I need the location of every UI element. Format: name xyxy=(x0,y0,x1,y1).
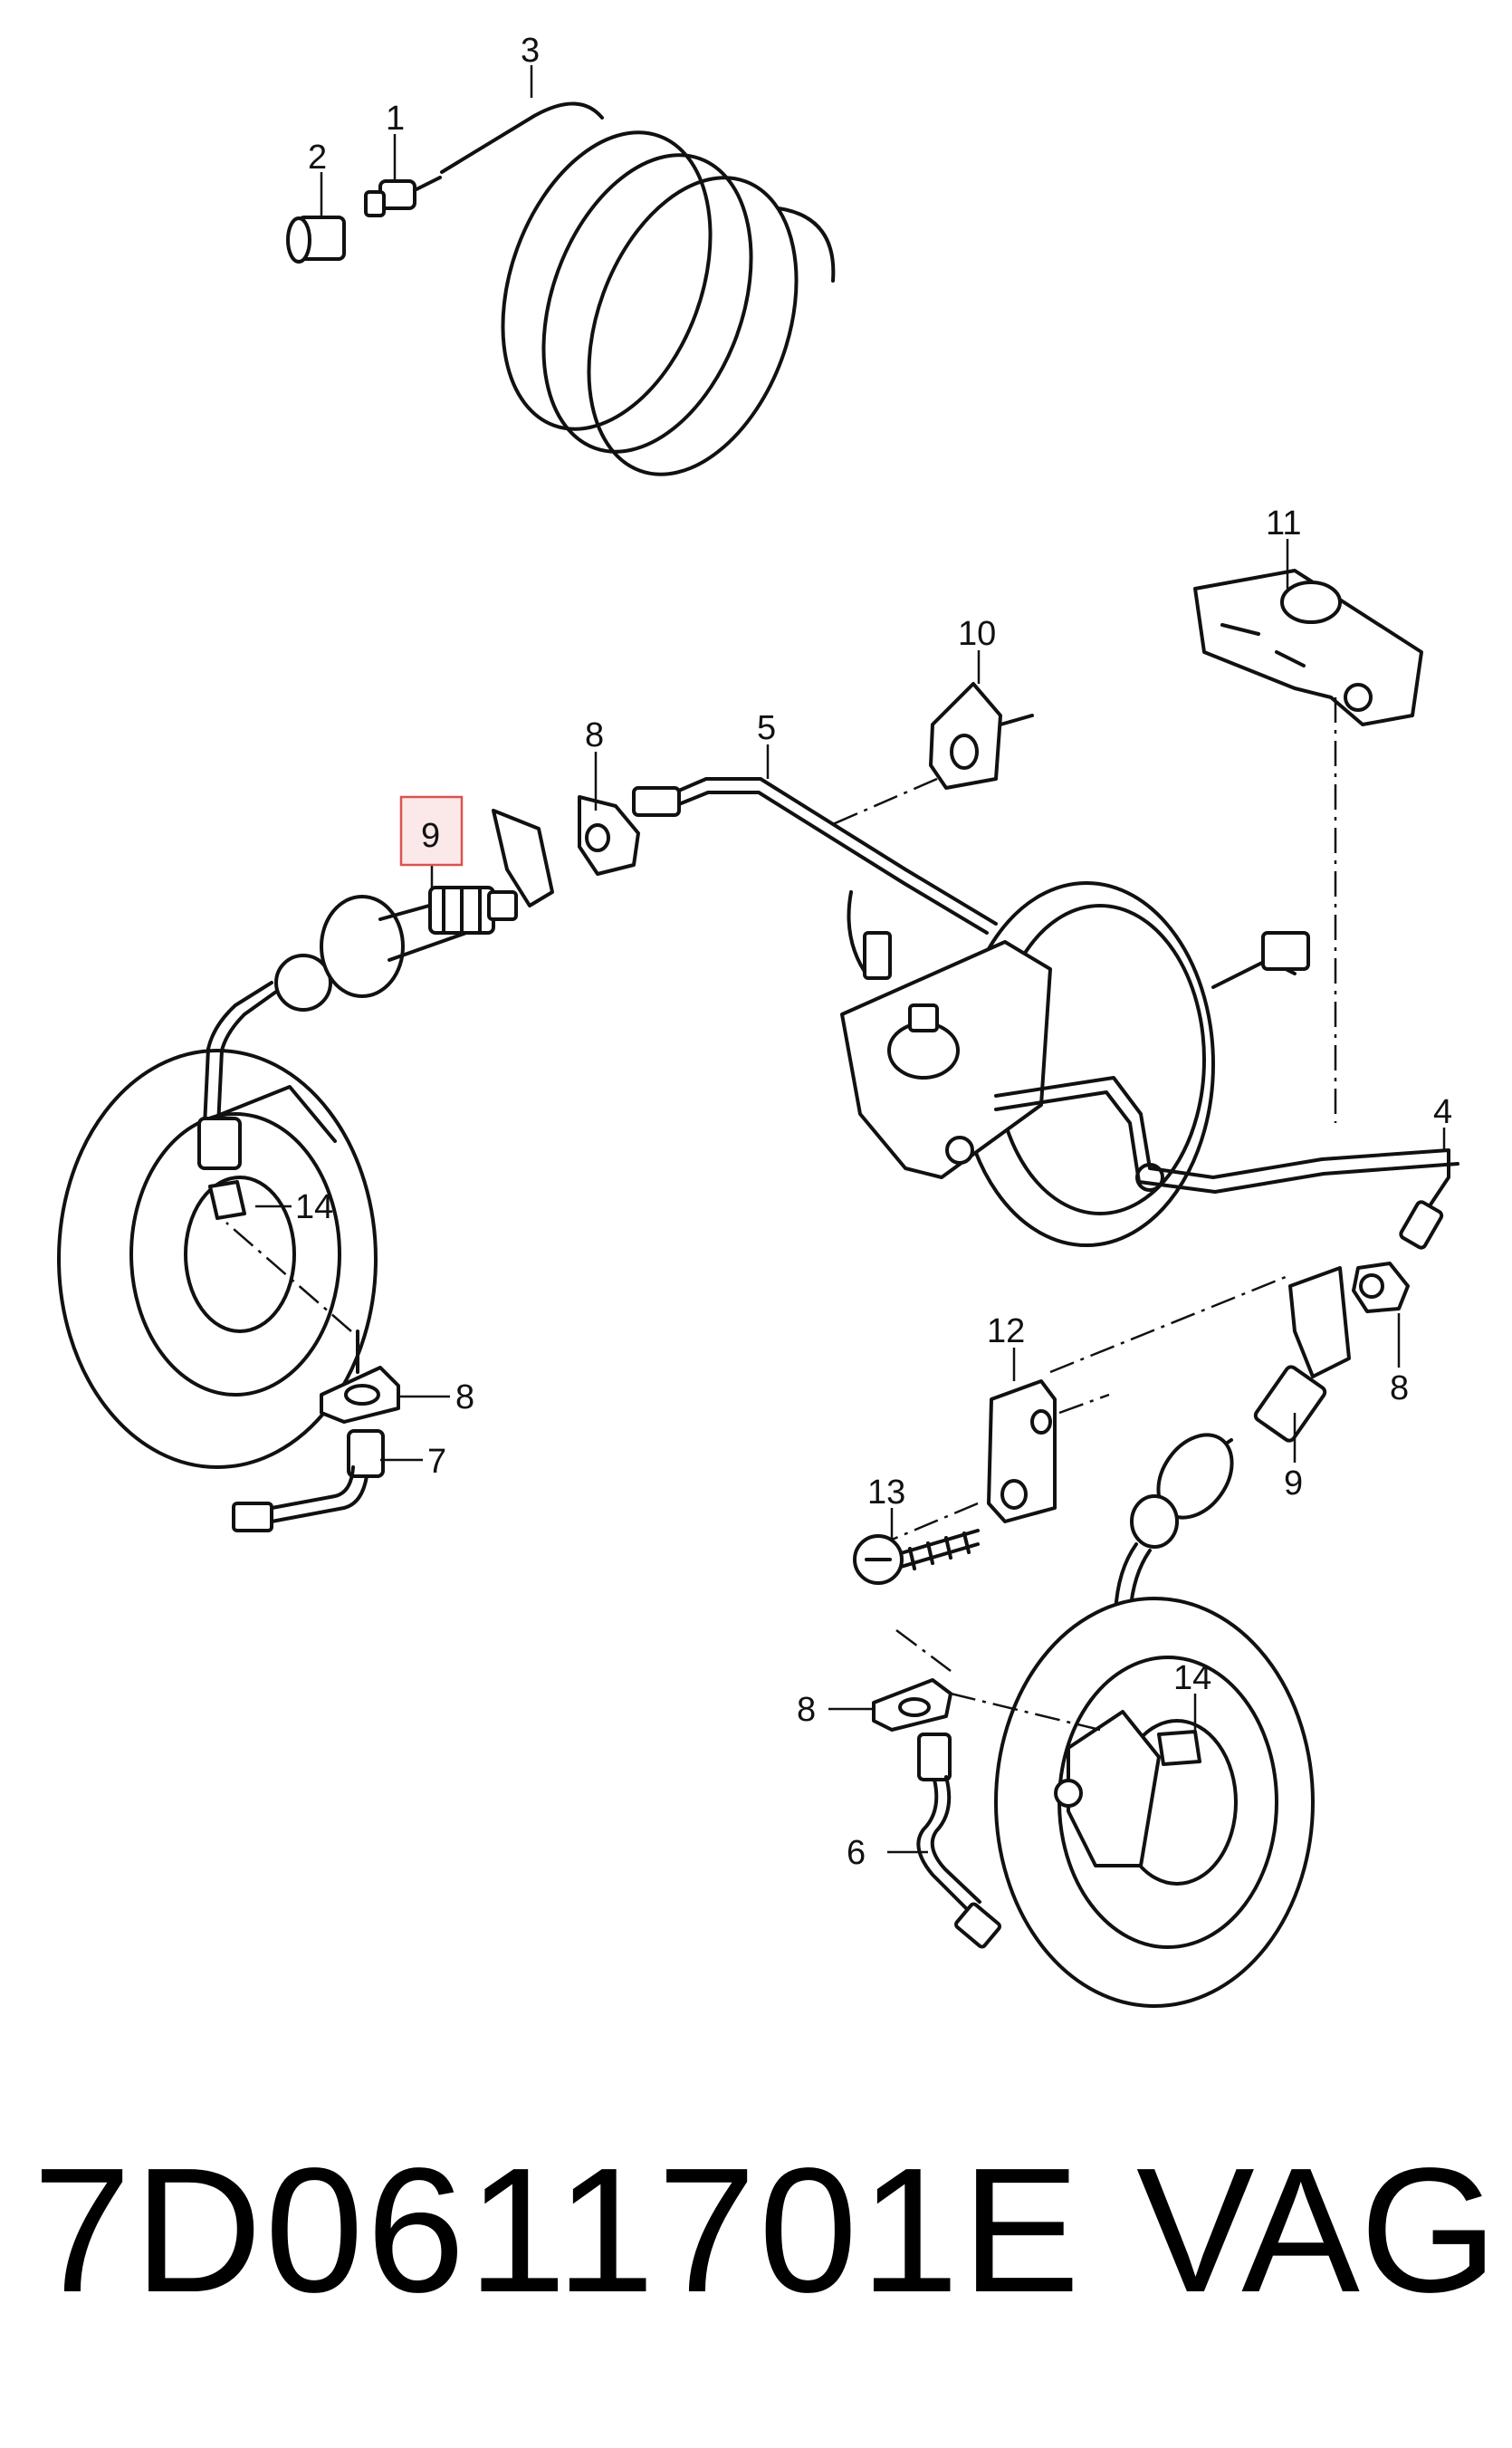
union-fitting-1 xyxy=(364,176,442,217)
leader-lines xyxy=(255,65,1446,1854)
part-number: 7D0611701E xyxy=(33,2131,1083,2329)
callout-12: 12 xyxy=(987,1312,1025,1350)
line-bracket-11 xyxy=(1193,569,1423,726)
callout-6: 6 xyxy=(847,1834,866,1872)
left-hose-fitting-9 xyxy=(428,886,518,935)
callout-7: 7 xyxy=(427,1443,446,1481)
coiled-brake-pipe-3 xyxy=(440,101,836,476)
right-brake-pipe-6 xyxy=(916,1733,1001,1949)
callout-1: 1 xyxy=(386,100,405,138)
left-clip-8-bottom xyxy=(320,1330,400,1424)
callout-labels: 3 1 2 11 10 5 8 9 4 14 12 8 8 7 9 13 14 … xyxy=(295,32,1452,1872)
left-clip-8-top xyxy=(492,795,640,907)
callout-3: 3 xyxy=(521,32,540,70)
callout-10: 10 xyxy=(958,615,996,653)
callout-5: 5 xyxy=(757,709,776,747)
right-clip-14 xyxy=(1157,1730,1201,1766)
callout-8d: 8 xyxy=(797,1691,816,1729)
callout-9a: 9 xyxy=(421,817,440,855)
brand-name: VAG xyxy=(1136,2131,1498,2329)
highlight-box xyxy=(399,795,464,867)
brake-pipe-4 xyxy=(994,1076,1459,1250)
left-brake-hose xyxy=(197,895,468,1170)
brake-pipe-5 xyxy=(632,777,998,935)
callout-8c: 8 xyxy=(455,1378,474,1416)
brake-booster-master-cylinder xyxy=(840,881,1310,1247)
left-brake-disc xyxy=(57,1049,378,1469)
left-clip-14 xyxy=(208,1180,246,1220)
callout-8a: 8 xyxy=(585,716,604,754)
callout-11: 11 xyxy=(1266,504,1301,542)
callout-13: 13 xyxy=(867,1474,905,1512)
left-brake-pipe-7 xyxy=(232,1429,385,1532)
callout-14a: 14 xyxy=(295,1188,333,1226)
callout-9b: 9 xyxy=(1284,1464,1303,1502)
callout-14b: 14 xyxy=(1173,1659,1211,1697)
callout-4: 4 xyxy=(1433,1093,1452,1131)
brake-nut-2 xyxy=(286,216,346,264)
pipe-clip-10 xyxy=(929,682,1034,790)
right-clip-8 xyxy=(1288,1262,1410,1378)
callout-8b: 8 xyxy=(1390,1369,1409,1407)
callout-2: 2 xyxy=(308,139,327,177)
right-hose-fitting-9 xyxy=(1253,1365,1327,1443)
screw-13 xyxy=(853,1529,980,1585)
right-clip-8-bottom xyxy=(872,1678,952,1732)
assembly-lines xyxy=(225,697,1337,1732)
right-brake-disc xyxy=(994,1597,1315,2008)
retaining-plate-12 xyxy=(987,1379,1057,1523)
